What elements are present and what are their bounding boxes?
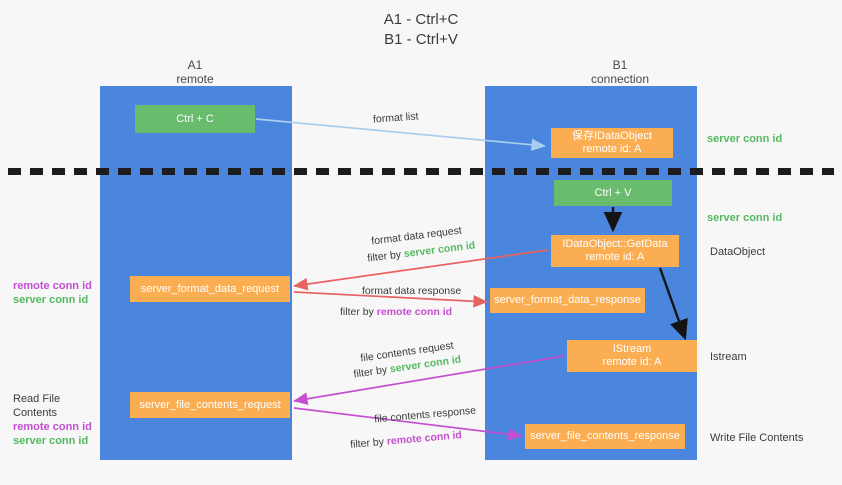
box-idataobject-getdata-line2: remote id: A (585, 251, 645, 263)
box-save-idataobject-line2: remote id: A (582, 143, 642, 155)
box-server-format-data-response[interactable]: server_format_data_response (490, 288, 645, 313)
filter-prefix: filter by (340, 306, 377, 318)
box-server-format-data-request-label: server_format_data_request (140, 282, 280, 295)
box-server-format-data-response-label: server_format_data_response (494, 294, 641, 306)
filter-key-remote-conn-id: remote conn id (376, 306, 453, 318)
label-format-data-response-filter: filter by remote conn id (340, 305, 452, 319)
box-ctrl-v[interactable]: Ctrl + V (554, 180, 672, 206)
box-server-file-contents-request[interactable]: server_file_contents_request (130, 392, 290, 418)
column-header-b1-role: connection (590, 72, 650, 86)
box-idataobject-getdata[interactable]: IDataObject::GetData remote id: A (551, 235, 679, 267)
label-left-conn-ids-format: remote conn id server conn id (13, 279, 98, 307)
label-right-write-file-contents: Write File Contents (710, 432, 804, 444)
filter-key-remote-conn-id: remote conn id (386, 429, 463, 448)
column-header-a1-role: remote (176, 72, 214, 86)
label-right-dataobject: DataObject (710, 246, 766, 258)
page-title: A1 - Ctrl+C B1 - Ctrl+V (383, 11, 459, 48)
label-format-data-response: format data response (362, 285, 462, 297)
label-left-read-file-contents: Read File Contents (13, 393, 61, 419)
column-header-b1: B1 connection (545, 58, 695, 86)
filter-prefix: filter by (352, 363, 391, 381)
label-right-server-conn-id-top: server conn id (707, 133, 783, 145)
box-server-format-data-request[interactable]: server_format_data_request (130, 276, 290, 302)
label-right-server-conn-id-mid: server conn id (707, 212, 783, 224)
label-right-istream: Istream (710, 351, 747, 363)
box-ctrl-c[interactable]: Ctrl + C (135, 105, 255, 133)
box-server-file-contents-response-label: server_file_contents_response (530, 430, 680, 442)
label-left-remote-conn-id-1: remote conn id (13, 280, 92, 292)
filter-prefix: filter by (366, 248, 405, 265)
dashed-separator-line (8, 168, 834, 175)
box-save-idataobject-line1: 保存IDataObject (571, 130, 653, 142)
label-file-contents-response: file contents response (373, 404, 477, 426)
box-ctrl-c-label: Ctrl + C (176, 112, 214, 125)
column-header-a1-name: A1 (187, 58, 203, 72)
box-ctrl-v-label: Ctrl + V (594, 186, 632, 199)
label-left-remote-conn-id-2: remote conn id (13, 421, 92, 433)
filter-prefix: filter by (349, 435, 388, 451)
label-left-server-conn-id-1: server conn id (13, 294, 89, 306)
box-idataobject-getdata-line1: IDataObject::GetData (562, 238, 668, 250)
label-left-conn-ids-file: Read File Contents remote conn id server… (13, 392, 103, 448)
label-file-contents-response-filter: filter by remote conn id (350, 428, 463, 452)
box-save-idataobject[interactable]: 保存IDataObject remote id: A (551, 128, 673, 158)
column-header-a1: A1 remote (120, 58, 270, 86)
box-istream[interactable]: IStream remote id: A (567, 340, 697, 372)
label-format-list: format list (372, 110, 419, 126)
box-server-file-contents-response[interactable]: server_file_contents_response (525, 424, 685, 449)
column-header-b1-name: B1 (612, 58, 628, 72)
label-left-server-conn-id-2: server conn id (13, 435, 89, 447)
box-istream-line2: remote id: A (602, 356, 662, 368)
box-server-file-contents-request-label: server_file_contents_request (139, 398, 281, 411)
box-istream-line1: IStream (612, 343, 652, 355)
